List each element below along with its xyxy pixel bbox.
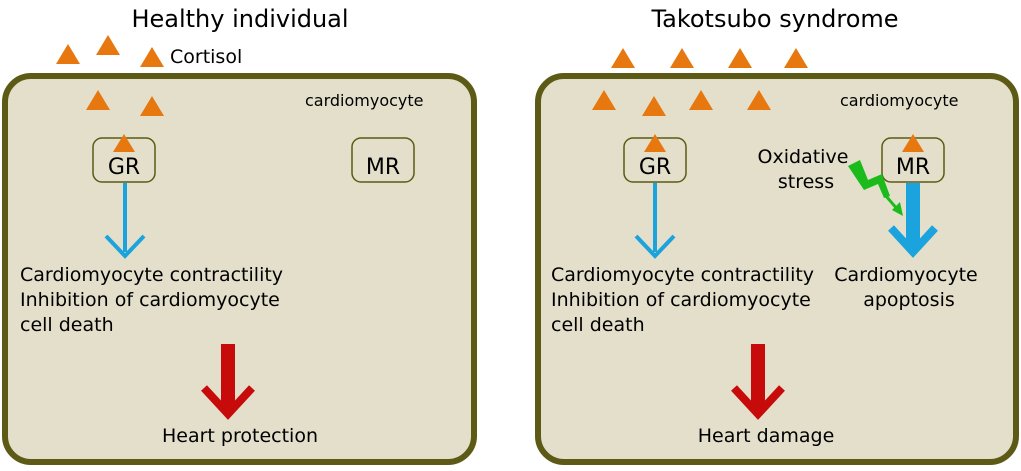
mr-receptor-box [351,137,415,183]
effect-line: Inhibition of cardiomyocyte [20,289,280,311]
arrow-down-icon [104,183,146,259]
triangle-icon [644,134,666,152]
cell-label-takotsubo: cardiomyocyte [840,91,959,110]
outcome-healthy: Heart protection [162,425,318,447]
mr-label: MR [366,155,400,180]
triangle-icon [140,96,164,116]
stress-line: stress [778,171,834,193]
gr-label: GR [108,155,140,180]
panel-healthy: Healthy individual Cortisol cardiomyocyt… [2,5,477,465]
arrow-down-icon [201,344,255,420]
gr-effect-text: Cardiomyocyte contractility Inhibition o… [551,264,820,336]
cell-takotsubo [535,73,1019,465]
cortisol-triangles-outside [56,35,164,67]
triangle-icon [140,47,164,67]
triangle-icon [592,90,616,110]
triangle-icon [96,35,120,55]
effect-line: Cardiomyocyte contractility [551,264,814,286]
cell-label-healthy: cardiomyocyte [305,91,424,110]
triangle-icon [670,48,694,68]
triangle-icon [784,48,808,68]
triangle-icon [642,96,666,116]
mr-effect-text: Cardiomyocyte apoptosis [834,264,984,311]
triangle-icon [902,134,924,152]
effect-line: cell death [20,314,114,336]
arrow-down-icon [731,344,785,420]
title-healthy: Healthy individual [131,5,348,33]
effect-line: Cardiomyocyte contractility [20,264,283,286]
cell-healthy [2,73,477,465]
triangle-icon [747,90,771,110]
arrow-down-icon [634,183,676,259]
effect-line: Inhibition of cardiomyocyte [551,289,811,311]
cortisol-triangles-outside [611,48,808,68]
triangle-icon [689,90,713,110]
title-takotsubo: Takotsubo syndrome [650,5,898,33]
gr-label: GR [639,155,671,180]
effect-line: cell death [551,314,645,336]
effect-line: Cardiomyocyte [834,264,978,286]
triangle-icon [86,90,110,110]
triangle-icon [113,134,135,152]
triangle-icon [56,44,80,64]
arrow-down-icon [888,183,938,258]
lightning-bolt-icon [848,160,903,216]
triangle-icon [611,48,635,68]
outcome-takotsubo: Heart damage [698,425,835,447]
stress-line: Oxidative [758,146,849,168]
triangle-icon [728,48,752,68]
effect-text-healthy: Cardiomyocyte contractility Inhibition o… [20,264,289,336]
panel-takotsubo: Takotsubo syndrome cardiomyocyte GR MR O… [535,5,1019,465]
stress-text: Oxidative stress [758,146,855,193]
effect-line: apoptosis [863,289,955,311]
mr-label: MR [896,155,930,180]
cortisol-label: Cortisol [170,46,242,68]
